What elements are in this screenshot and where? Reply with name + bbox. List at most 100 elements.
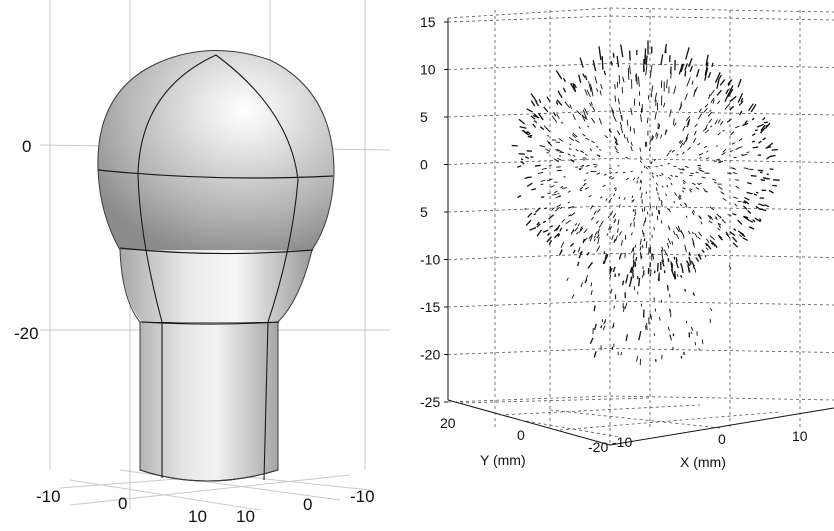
field-vector bbox=[753, 147, 759, 148]
field-vector bbox=[661, 220, 662, 223]
field-vector bbox=[560, 228, 562, 232]
field-vector bbox=[596, 221, 598, 224]
field-vector bbox=[586, 173, 588, 174]
field-vector bbox=[734, 214, 736, 215]
field-vector bbox=[716, 159, 720, 160]
field-vector bbox=[743, 206, 747, 210]
field-vector bbox=[587, 90, 590, 97]
field-vector bbox=[615, 146, 617, 149]
field-vector bbox=[591, 217, 593, 220]
field-vector bbox=[640, 252, 641, 259]
field-vector bbox=[667, 185, 668, 187]
field-vector bbox=[556, 71, 562, 80]
field-vector bbox=[747, 192, 753, 194]
field-vector bbox=[619, 204, 620, 207]
field-vector bbox=[585, 280, 587, 283]
field-vector bbox=[614, 219, 616, 223]
field-vector bbox=[597, 246, 600, 252]
field-vector bbox=[656, 183, 658, 186]
field-vector bbox=[538, 172, 543, 173]
field-vector bbox=[743, 238, 748, 241]
field-vector bbox=[667, 80, 668, 89]
field-vector bbox=[716, 146, 718, 147]
field-vector bbox=[525, 157, 529, 159]
field-vector bbox=[698, 143, 701, 145]
field-vector bbox=[626, 334, 627, 341]
field-vector bbox=[599, 150, 601, 151]
field-vector bbox=[667, 253, 668, 256]
z-tick-label: 10 bbox=[420, 62, 436, 78]
field-vector bbox=[541, 197, 544, 198]
field-vector bbox=[668, 285, 669, 291]
field-vector bbox=[559, 138, 563, 141]
field-vector bbox=[573, 155, 575, 156]
field-vector bbox=[575, 223, 577, 225]
field-vector bbox=[599, 118, 601, 124]
field-vector bbox=[616, 152, 619, 153]
field-vector bbox=[534, 121, 537, 123]
field-vector bbox=[533, 124, 536, 128]
field-vector bbox=[569, 144, 571, 145]
field-vector bbox=[561, 122, 563, 123]
field-vector bbox=[552, 116, 557, 123]
field-vector bbox=[642, 230, 643, 235]
field-vector bbox=[715, 120, 718, 125]
field-vector bbox=[537, 230, 541, 236]
field-vector bbox=[685, 94, 688, 100]
field-vector bbox=[566, 230, 568, 231]
field-vector bbox=[624, 134, 625, 138]
field-vector bbox=[690, 66, 692, 72]
field-vector bbox=[715, 245, 717, 248]
field-vector bbox=[681, 263, 683, 268]
field-vector bbox=[676, 154, 678, 155]
field-vector bbox=[717, 80, 719, 89]
field-vector bbox=[592, 118, 595, 123]
field-vector bbox=[596, 146, 598, 148]
field-vector bbox=[583, 134, 586, 136]
field-vector bbox=[709, 221, 712, 224]
field-vector bbox=[558, 91, 560, 96]
field-vector bbox=[580, 187, 583, 190]
field-vector bbox=[592, 107, 594, 111]
field-vector bbox=[710, 126, 712, 127]
field-vector bbox=[770, 169, 774, 170]
field-vector bbox=[660, 165, 662, 166]
field-vector bbox=[712, 179, 716, 180]
field-vector bbox=[699, 153, 703, 155]
field-vector bbox=[619, 253, 621, 259]
field-vector bbox=[685, 245, 687, 253]
field-vector bbox=[714, 161, 717, 162]
z-tick-label: 0 bbox=[420, 157, 428, 173]
field-vector bbox=[730, 96, 736, 101]
field-vector bbox=[549, 165, 552, 166]
field-vector bbox=[720, 80, 725, 86]
field-vector bbox=[640, 239, 641, 245]
field-vector bbox=[668, 163, 670, 164]
field-vector bbox=[721, 192, 725, 195]
field-vector bbox=[601, 325, 602, 328]
field-vector bbox=[695, 233, 697, 237]
field-vector bbox=[626, 275, 628, 284]
bulb-model-view: 0 -20 -10 0 10 10 0 -10 bbox=[0, 0, 400, 526]
field-vector bbox=[689, 257, 691, 265]
field-vector bbox=[658, 263, 659, 271]
plot-box bbox=[448, 8, 834, 445]
field-vector bbox=[670, 109, 672, 116]
field-vector bbox=[659, 197, 660, 201]
field-vector bbox=[591, 283, 592, 287]
field-vector bbox=[693, 138, 696, 142]
field-vector bbox=[758, 204, 764, 206]
field-vector bbox=[682, 191, 683, 193]
field-vector bbox=[691, 332, 692, 334]
field-vector bbox=[586, 75, 587, 80]
field-vector bbox=[614, 194, 615, 196]
field-vector bbox=[568, 202, 570, 203]
field-vector bbox=[538, 113, 543, 120]
field-vector bbox=[772, 150, 778, 151]
field-vector bbox=[672, 150, 675, 152]
field-vector bbox=[598, 237, 599, 244]
field-vector bbox=[577, 111, 581, 116]
field-vector bbox=[588, 262, 593, 268]
field-vector bbox=[623, 172, 625, 173]
field-vector bbox=[688, 147, 691, 150]
